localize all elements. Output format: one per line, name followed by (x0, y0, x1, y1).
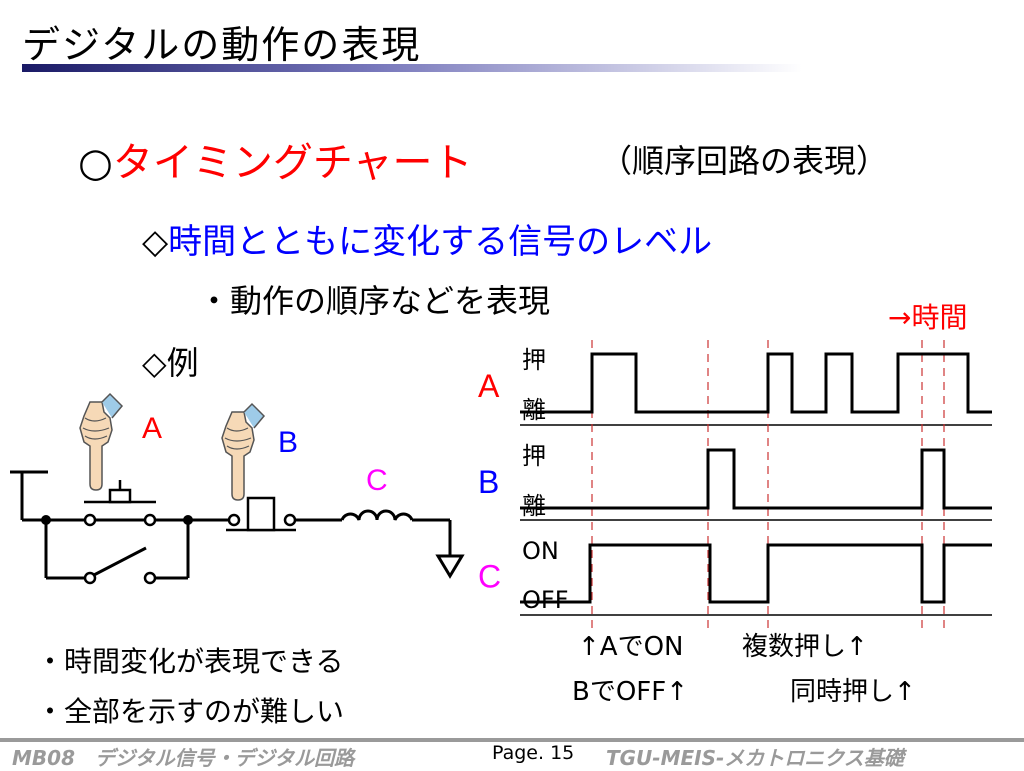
signal-name-c: C (478, 559, 501, 595)
circuit-label-a: A (142, 412, 162, 445)
low-level-label: 離 (522, 492, 546, 520)
signal-name-b: B (478, 464, 499, 500)
circuit-label-b: B (278, 426, 298, 459)
annotation-multi-press: 複数押し↑ (742, 632, 868, 662)
signal-c-waveform (520, 543, 992, 604)
high-level-label: 押 (522, 442, 546, 470)
push-switch-a-icon (83, 480, 157, 585)
ground-icon (435, 554, 465, 579)
circle-bullet-icon: ○ (78, 140, 113, 186)
signal-a-waveform (520, 352, 992, 414)
low-level-label: OFF (522, 586, 569, 614)
annotation-simul-press: 同時押し↑ (790, 677, 916, 707)
bullet-signal-level: ◇時間とともに変化する信号のレベル (142, 214, 712, 263)
annotation-a-on: ↑AでON (578, 632, 684, 662)
high-level-label: ON (522, 537, 559, 565)
title-underline (22, 64, 802, 72)
page-number: Page. 15 (492, 742, 575, 764)
note-time-change: ・時間変化が表現できる (36, 645, 344, 678)
circuit-label-c: C (366, 464, 388, 497)
signal-level-text: 時間とともに変化する信号のレベル (168, 222, 713, 262)
pointing-hand-icon (221, 403, 265, 501)
footer-rule (0, 738, 1024, 742)
page-title: デジタルの動作の表現 (22, 23, 422, 67)
time-axis-label: →時間 (888, 301, 968, 334)
low-level-label: 離 (522, 396, 546, 424)
timing-chart-heading: タイミングチャート (112, 140, 473, 186)
note-hard-to-show-all: ・全部を示すのが難しい (36, 695, 345, 728)
diamond-bullet-icon: ◇ (142, 222, 169, 262)
annotation-b-off: BでOFF↑ (572, 677, 688, 707)
high-level-label: 押 (522, 346, 546, 374)
push-switch-b-icon (226, 496, 297, 532)
bullet-sequence: ・動作の順序などを表現 (198, 282, 551, 320)
footer: MB08 デジタル信号・デジタル回路 Page. 15 TGU-MEIS-メカト… (0, 742, 1024, 770)
pointing-hand-icon (79, 393, 123, 491)
bullet-example: ◇例 (142, 344, 199, 382)
signal-name-a: A (478, 368, 500, 404)
coil-icon (340, 509, 414, 521)
sequential-circuit-note: （順序回路の表現） (600, 142, 889, 180)
junction-dots (41, 515, 193, 525)
footer-org: TGU-MEIS-メカトロニクス基礎 (606, 746, 904, 770)
bullet-timing-chart: ○タイミングチャート (78, 130, 473, 188)
footer-course: MB08 デジタル信号・デジタル回路 (12, 746, 355, 770)
signal-b-waveform (520, 448, 992, 510)
